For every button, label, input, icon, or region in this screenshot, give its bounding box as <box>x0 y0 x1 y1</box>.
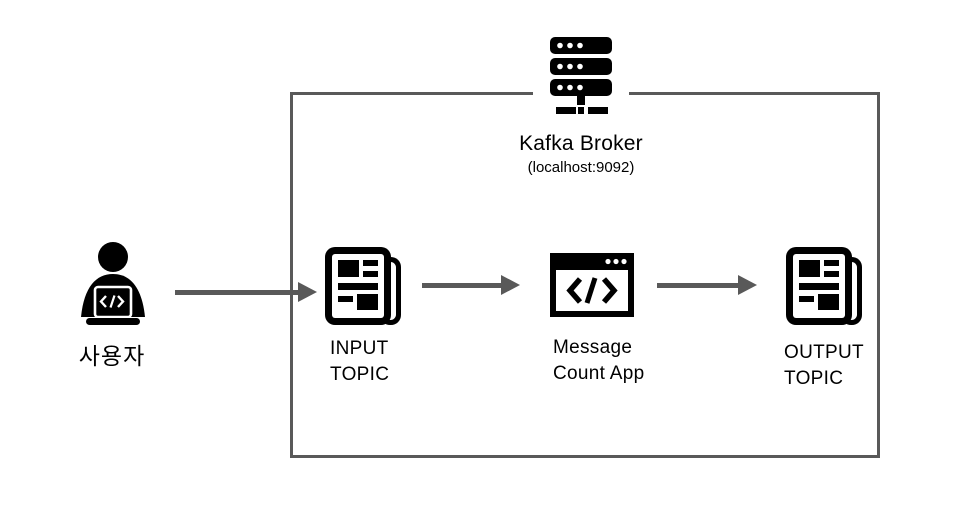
output-topic-label-line2: TOPIC <box>784 368 844 389</box>
flow-arrow-app-to-output <box>657 275 757 295</box>
input-topic-label-line2: TOPIC <box>330 364 390 385</box>
message-count-app-label-line1: Message <box>553 337 633 358</box>
newspaper-icon-glyph <box>325 247 401 325</box>
server-icon <box>533 30 629 124</box>
broker-title: Kafka Broker <box>519 132 643 155</box>
message-count-app-label-line2: Count App <box>553 363 645 384</box>
arrow-shaft <box>175 289 298 295</box>
person-laptop-icon <box>76 241 148 332</box>
message-count-app-label: Message Count App <box>553 335 644 387</box>
arrow-head <box>501 275 520 295</box>
newspaper-icon <box>325 247 401 330</box>
input-topic-label-line1: INPUT <box>330 338 389 359</box>
person-laptop-icon-glyph <box>81 242 145 325</box>
code-window-icon <box>550 253 634 322</box>
newspaper-icon-glyph <box>786 247 862 325</box>
newspaper-icon <box>786 247 862 330</box>
input-topic-label: INPUT TOPIC <box>330 336 389 388</box>
arrow-shaft <box>422 282 501 288</box>
arrow-shaft <box>657 282 738 288</box>
code-window-icon-glyph <box>550 253 634 317</box>
arrow-head <box>738 275 757 295</box>
user-label: 사용자 <box>78 343 146 369</box>
broker-subtitle: (localhost:9092) <box>527 159 635 176</box>
output-topic-label: OUTPUT TOPIC <box>784 340 864 392</box>
arrow-head <box>298 282 317 302</box>
flow-arrow-user-to-input <box>175 282 317 302</box>
output-topic-label-line1: OUTPUT <box>784 342 864 363</box>
flow-arrow-input-to-app <box>422 275 520 295</box>
server-icon-glyph <box>550 37 612 114</box>
